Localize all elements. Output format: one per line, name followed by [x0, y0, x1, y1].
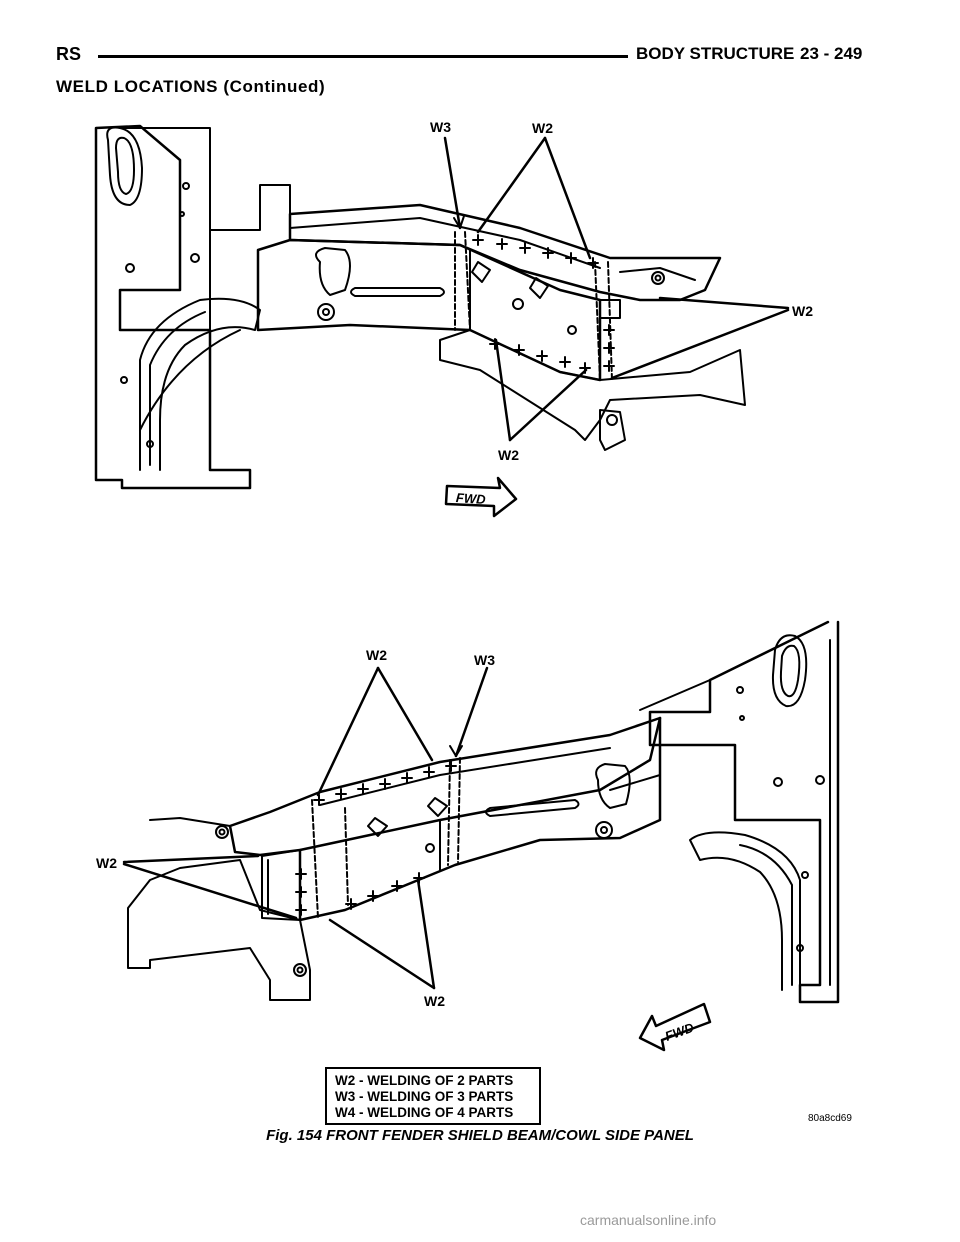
fig2-fwd-arrow-icon: FWD	[638, 1002, 712, 1052]
fig1-label-w2-bottom: W2	[498, 447, 519, 463]
legend-item-w4: W4 - WELDING OF 4 PARTS	[335, 1105, 514, 1120]
fig1-fwd-label: FWD	[455, 490, 486, 507]
header-code: RS	[56, 44, 82, 64]
header-page-number: 23 - 249	[800, 44, 863, 63]
fig1-fwd-arrow-icon: FWD	[444, 476, 518, 518]
figure-id: 80a8cd69	[808, 1113, 852, 1124]
figure-1-drawing	[94, 124, 790, 490]
fig1-label-w2-top: W2	[532, 120, 553, 136]
fig1-label-w2-right: W2	[792, 303, 813, 319]
header-rule	[98, 55, 628, 58]
fig2-label-w2-left: W2	[96, 855, 117, 871]
fig2-label-w2-bottom: W2	[424, 993, 445, 1009]
header-section-title: BODY STRUCTURE	[636, 44, 795, 63]
fig1-label-w3-top: W3	[430, 119, 451, 135]
figure-caption: Fig. 154 FRONT FENDER SHIELD BEAM/COWL S…	[266, 1127, 694, 1144]
subheading: WELD LOCATIONS (Continued)	[56, 77, 326, 96]
footer-watermark: carmanualsonline.info	[580, 1212, 717, 1228]
weld-legend: W2 - WELDING OF 2 PARTS W3 - WELDING OF …	[325, 1067, 541, 1125]
legend-item-w2: W2 - WELDING OF 2 PARTS	[335, 1073, 514, 1088]
fig2-label-w2-top: W2	[366, 647, 387, 663]
fig2-label-w3-top: W3	[474, 652, 495, 668]
figure-2-drawing	[122, 620, 840, 1004]
legend-item-w3: W3 - WELDING OF 3 PARTS	[335, 1089, 514, 1104]
fig2-fwd-label: FWD	[663, 1020, 697, 1044]
